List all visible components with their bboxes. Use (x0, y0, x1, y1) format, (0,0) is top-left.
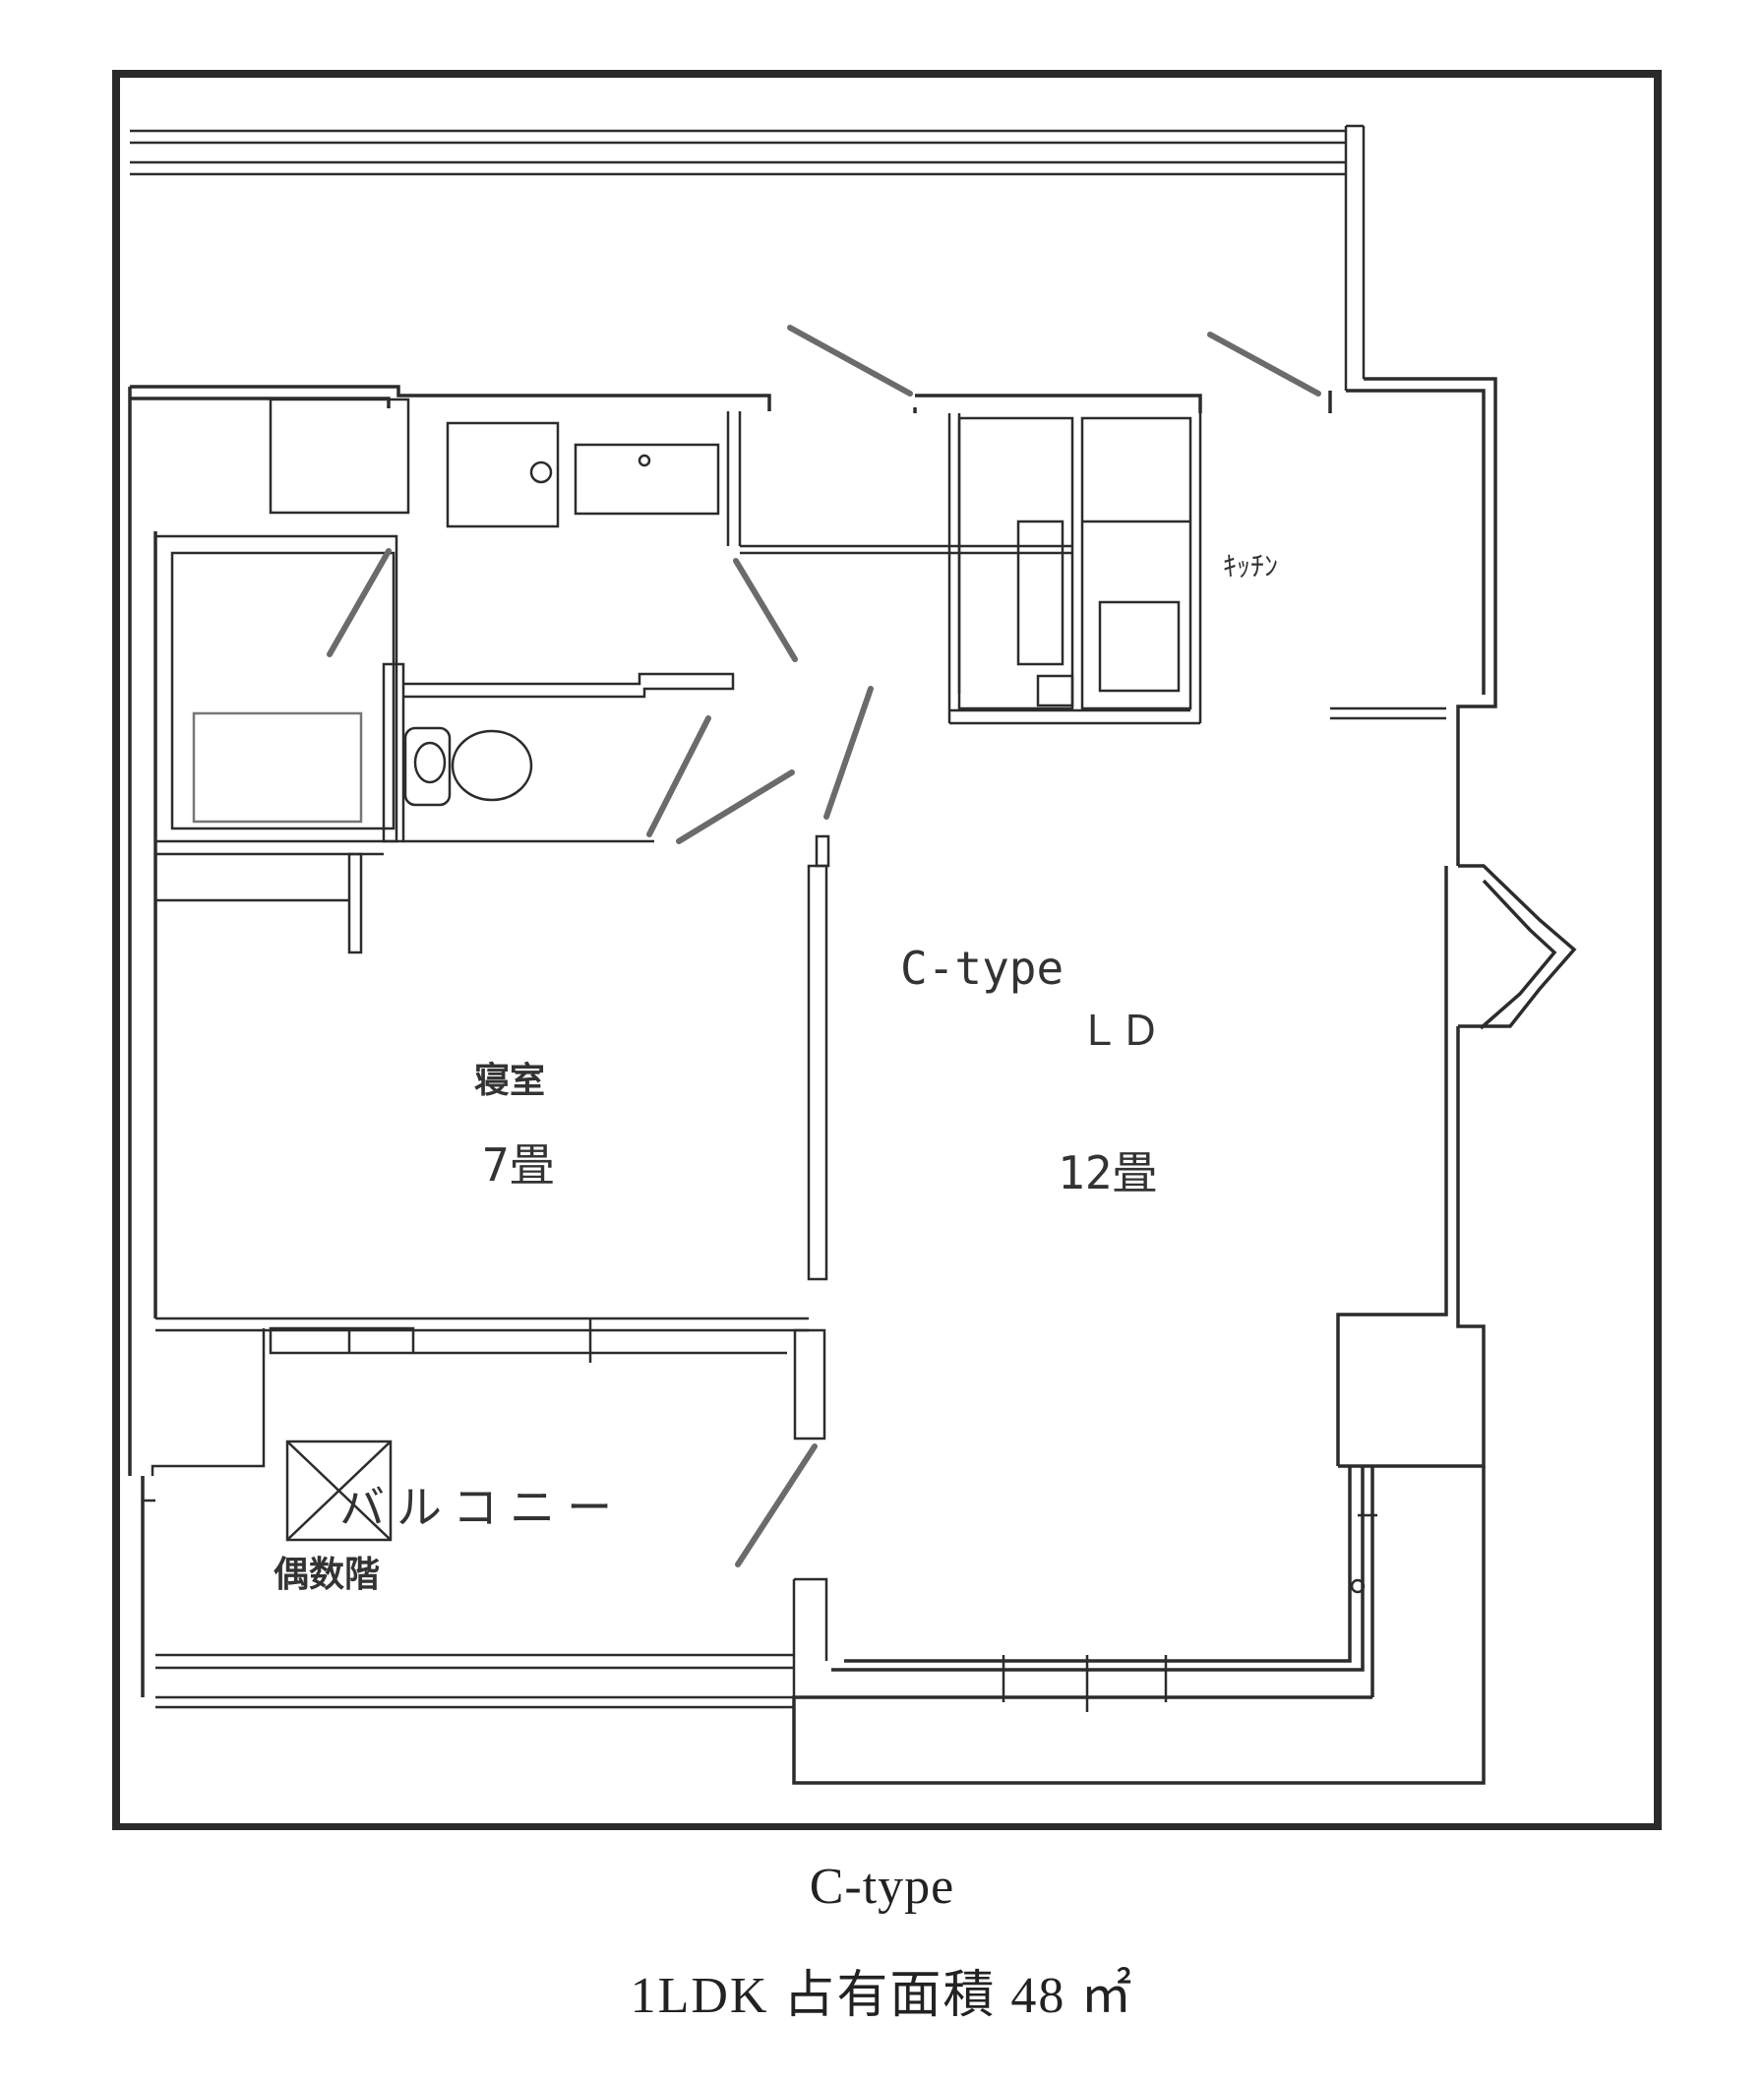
kitchen-block (947, 413, 1446, 725)
living-room-name: ＬＤ (1078, 1007, 1161, 1055)
partition (155, 834, 830, 1440)
stair-label: 偶数階 (274, 1555, 380, 1595)
type-label: C-type (900, 942, 1064, 995)
bath-block (153, 398, 1072, 954)
balcony-label: バルコニー (339, 1481, 624, 1534)
caption-type: C-type (809, 1859, 955, 1915)
living-room-size: 12畳 (1058, 1146, 1157, 1199)
kitchen-label: ｷｯﾁﾝ (1223, 550, 1278, 582)
exterior-walls (128, 377, 1577, 1785)
floor-plan: ｷｯﾁﾝ C-type ＬＤ 12畳 寝室 7畳 バルコニー 偶数階 (112, 70, 1662, 1830)
bedroom-size: 7畳 (482, 1138, 555, 1192)
door-swings (327, 325, 1321, 1567)
balcony-area (143, 1328, 1377, 1712)
bedroom-name: 寝室 (474, 1060, 545, 1101)
caption-area: 1LDK 占有面積 48 ㎡ (630, 1968, 1134, 2024)
top-railing (130, 124, 1366, 391)
plan-frame (112, 70, 1662, 1830)
stair-box (285, 1440, 393, 1542)
